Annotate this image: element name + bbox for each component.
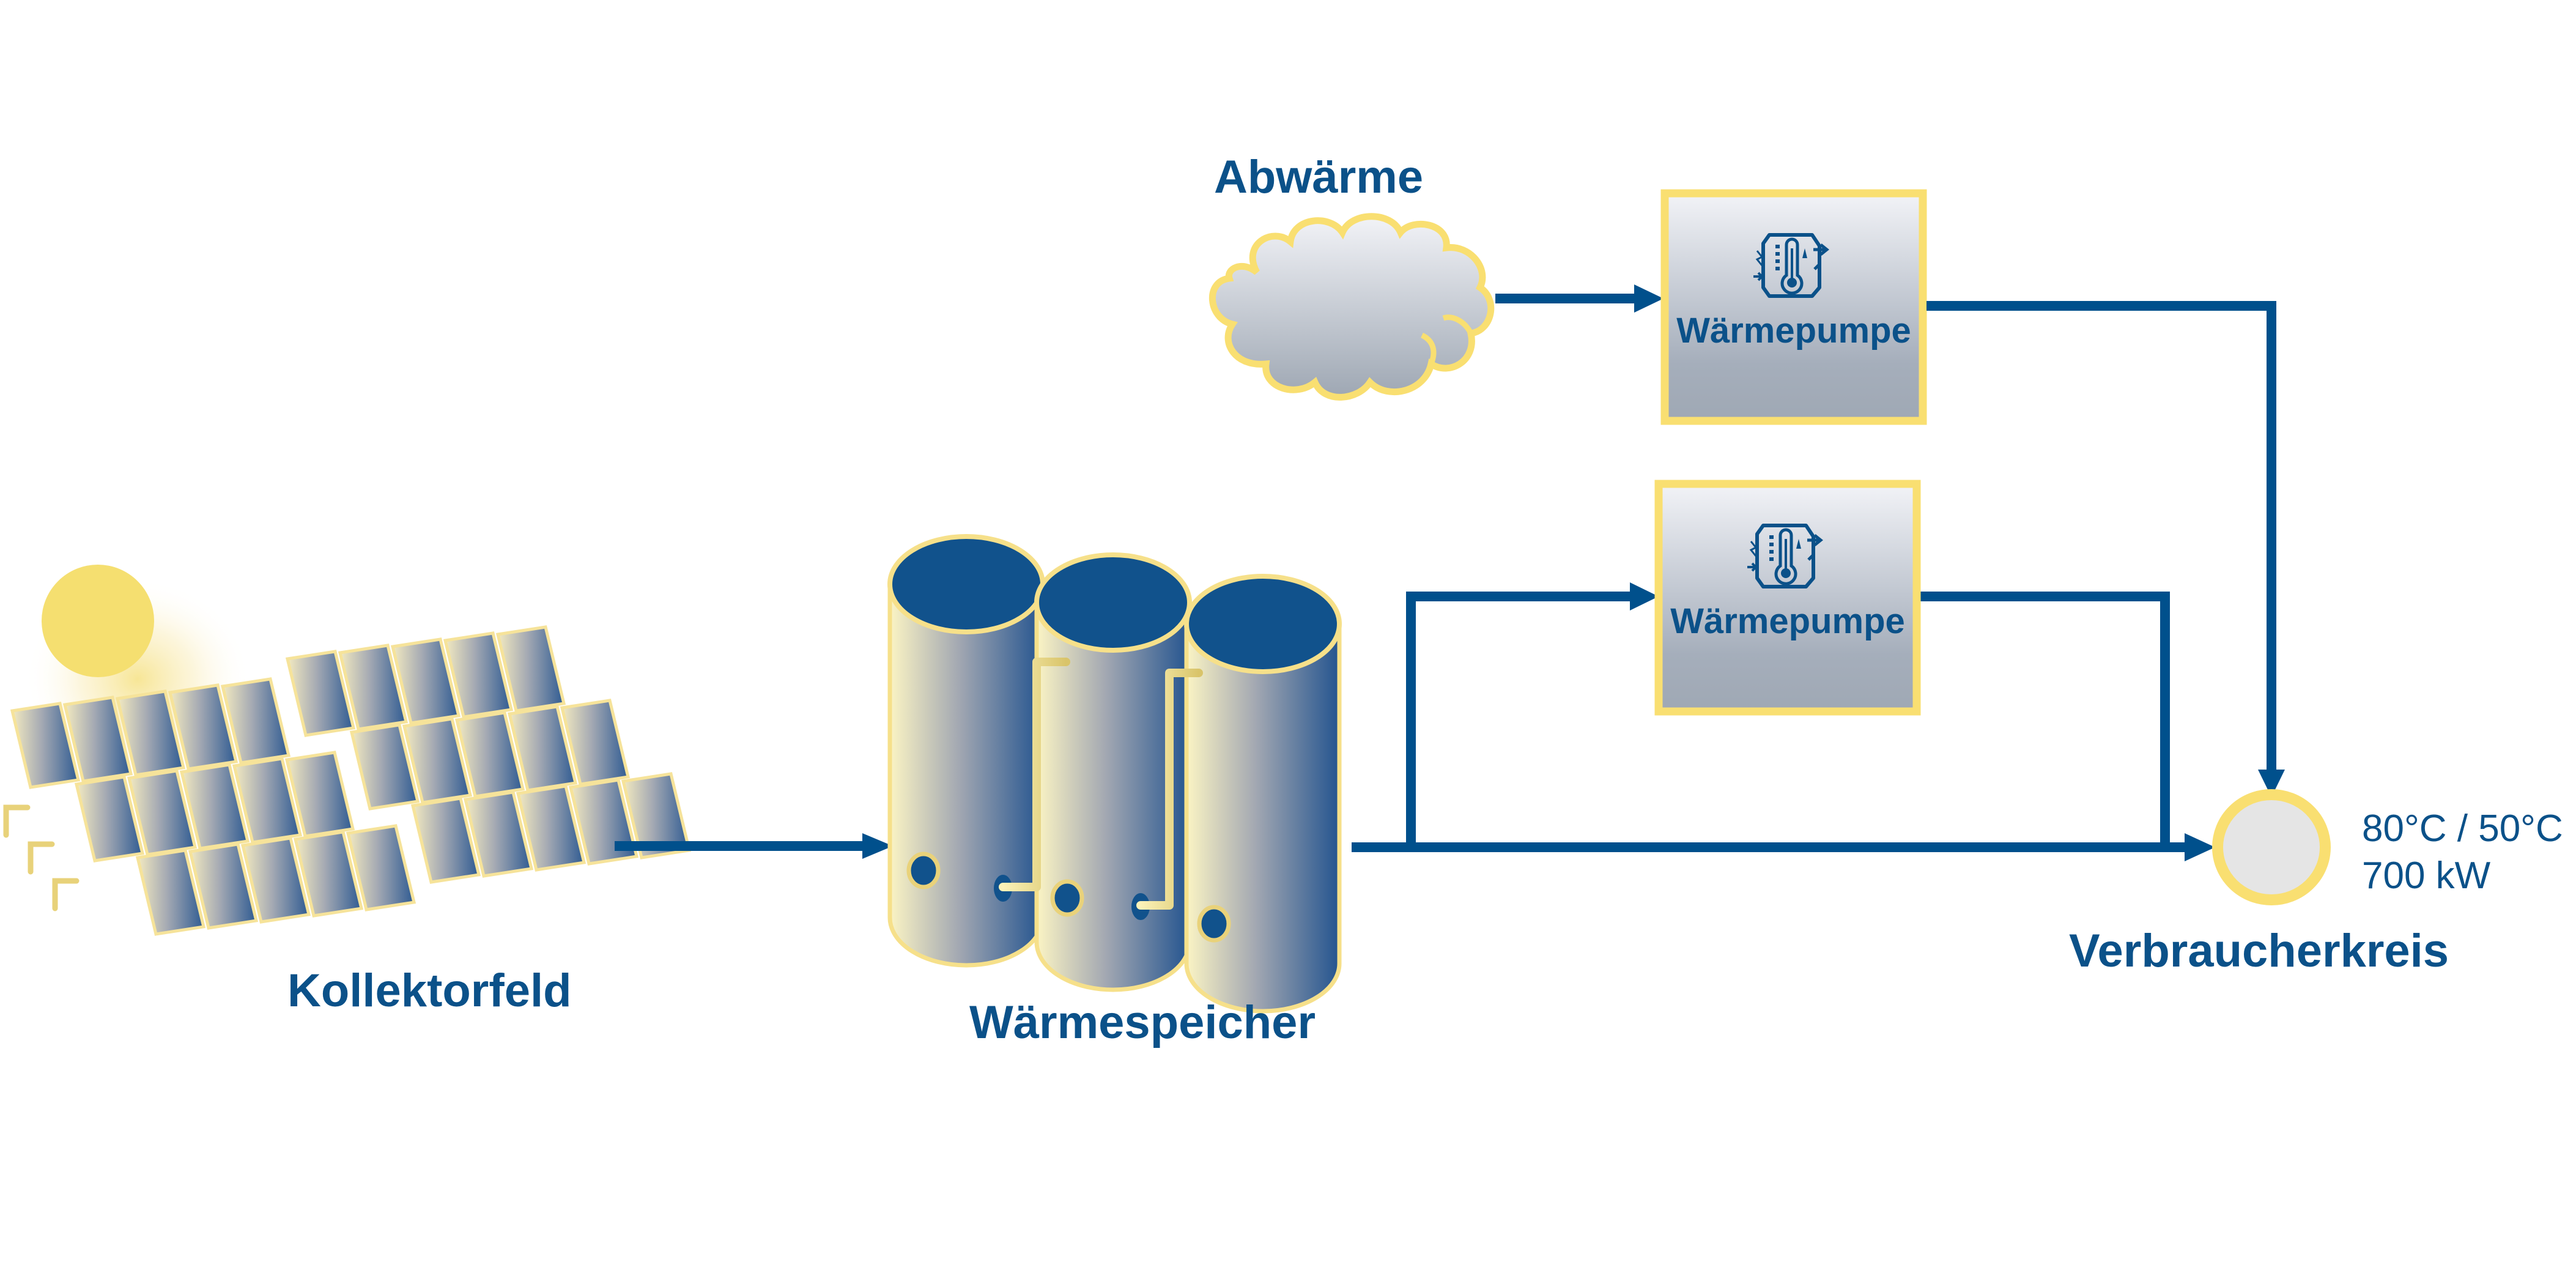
solar-panel [349,723,420,811]
arrow-head-icon [1634,284,1664,313]
collector-field-label: Kollektorfeld [287,965,572,1017]
solar-panel [232,757,303,844]
consumer-label: Verbraucherkreis [2069,925,2449,977]
solar-panel [188,842,259,930]
consumer-power: 700 kW [2362,855,2491,897]
heat-pump-1: Wärmepumpe [1660,189,1927,425]
heat-pump-2-label: Wärmepumpe [1670,601,1905,641]
solar-panel [135,848,206,936]
solar-panel [74,775,145,863]
tank-port [906,852,941,889]
collector-pipe [28,841,55,875]
arrow-head-icon [1630,582,1659,611]
arrow-head-icon [2258,770,2285,797]
tank-connection-pipe [994,658,1070,902]
consumer-circuit-node [2212,789,2331,905]
heat-pump-thermometer-icon [1747,524,1824,588]
solar-panel [179,763,250,850]
solar-collector-field [3,625,692,936]
solar-panel [507,705,578,792]
solar-panel [463,790,534,878]
solar-panel [338,644,409,731]
tank-top [1034,552,1192,653]
solar-panel [220,677,291,765]
solar-panel [62,696,133,783]
arrow-head-icon [862,833,893,859]
solar-panel [168,683,239,771]
pipe-heat-pump-1-to-consumer [1926,301,2285,797]
solar-panel [410,796,481,884]
pipe-storage-to-consumer [1352,833,2215,861]
heat-storage-tanks [887,534,1342,1014]
heat-pump-1-label: Wärmepumpe [1676,311,1911,351]
heat-pump-2: Wärmepumpe [1654,480,1921,716]
collector-pipe [52,878,80,911]
pipe-storage-to-heat-pump-2 [1406,582,1659,847]
storage-tank [887,534,1045,968]
pipe-heat-pump-2-to-consumer [1917,592,2170,847]
storage-label: Wärmespeicher [969,997,1316,1049]
tank-connection-pipe [1131,669,1203,920]
tank-port [1050,879,1084,917]
solar-panel [285,650,356,737]
solar-panel [346,824,416,911]
cloud-icon [1209,213,1495,401]
solar-panel [443,631,514,719]
solar-panel [127,769,198,856]
solar-panel [293,830,364,918]
solar-panel [495,625,566,713]
solar-panel [402,717,473,804]
solar-panel [560,699,631,786]
pipe-collector-to-storage [615,833,893,859]
solar-panel [390,637,461,725]
solar-panel [240,836,311,924]
tank-top [1184,574,1342,674]
pipe-waste-heat-to-heat-pump-1 [1495,284,1664,313]
solar-panel [516,784,587,872]
solar-panel [284,751,355,838]
arrow-head-icon [2185,833,2215,861]
tank-top [887,534,1045,634]
heat-pump-thermometer-icon [1753,233,1830,298]
waste-heat-label: Abwärme [1214,151,1423,203]
collector-pipe [3,804,31,838]
solar-panel [454,711,525,798]
storage-tank [1034,552,1192,992]
tank-port [1197,905,1231,943]
solar-panel [10,702,81,789]
consumer-temperature: 80°C / 50°C [2362,807,2563,850]
storage-tank [1184,574,1342,1014]
solar-panel [115,689,186,777]
